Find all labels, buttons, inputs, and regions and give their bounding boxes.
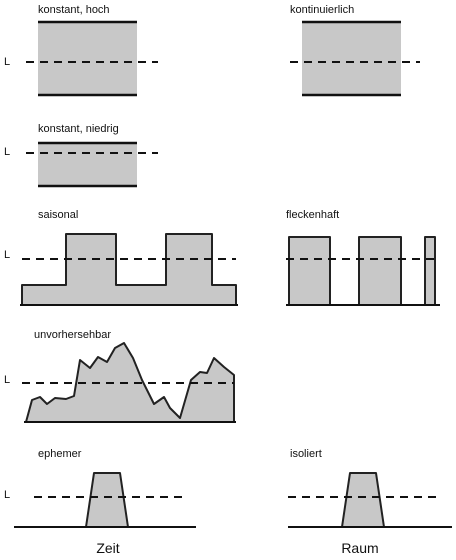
panel-unvorhersehbar: unvorhersehbar L [4, 329, 236, 423]
panel-ephemer: ephemer L [4, 448, 196, 528]
habitat-patch [358, 236, 402, 306]
axis-label-space: Raum [341, 540, 378, 556]
panel-label: konstant, niedrig [38, 123, 119, 135]
panel-label: kontinuierlich [290, 4, 354, 16]
panel-konstant-niedrig: konstant, niedrig L [4, 123, 158, 188]
axis-label-time: Zeit [96, 540, 119, 556]
panel-kontinuierlich: kontinuierlich [290, 4, 420, 97]
panel-label: saisonal [38, 209, 78, 221]
habitat-area [85, 472, 129, 528]
habitat-area [21, 233, 237, 306]
panel-label: isoliert [290, 448, 322, 460]
panel-fleckenhaft: fleckenhaft [286, 209, 440, 306]
panel-isoliert: isoliert [288, 448, 452, 528]
panel-label: unvorhersehbar [34, 329, 111, 341]
habitat-area [38, 143, 137, 186]
level-mark-L: L [4, 146, 10, 158]
panel-label: konstant, hoch [38, 4, 110, 16]
habitat-area [341, 472, 385, 528]
level-mark-L: L [4, 489, 10, 501]
level-mark-L: L [4, 249, 10, 261]
habitat-area [25, 342, 235, 423]
level-mark-L: L [4, 374, 10, 386]
panel-label: fleckenhaft [286, 209, 339, 221]
level-mark-L: L [4, 56, 10, 68]
panel-label: ephemer [38, 448, 82, 460]
habitat-patch [288, 236, 331, 306]
habitat-patch [424, 236, 436, 306]
habitat-area [302, 22, 401, 95]
panel-konstant-hoch: konstant, hoch L [4, 4, 158, 97]
habitat-area [38, 22, 137, 95]
panel-saisonal: saisonal L [4, 209, 238, 306]
